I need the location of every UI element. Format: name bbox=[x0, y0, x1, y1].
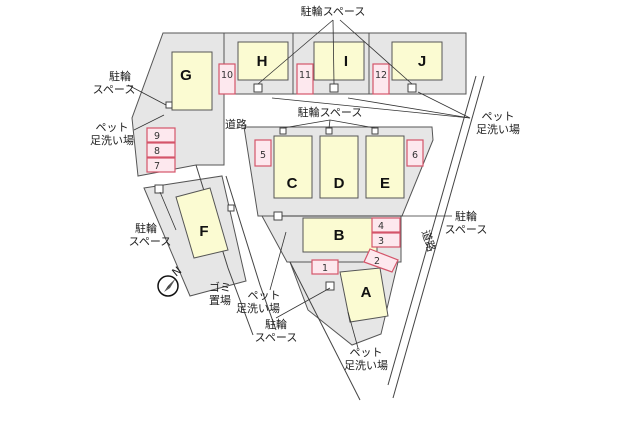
parking-12 bbox=[372, 63, 390, 95]
leader-lines bbox=[127, 19, 471, 349]
parking-7 bbox=[146, 157, 176, 173]
label-pet-wash-right-2: 足洗い場 bbox=[476, 123, 520, 136]
building-label-d: D bbox=[334, 175, 345, 192]
label-bike-space-right-2: スペース bbox=[445, 223, 488, 236]
buildings bbox=[171, 41, 443, 323]
label-bike-space-top: 駐輪スペース bbox=[301, 4, 366, 18]
label-bike-space-bottom-1: 駐輪 bbox=[265, 317, 287, 331]
parking-label-4: 4 bbox=[378, 221, 384, 232]
building-h bbox=[237, 41, 289, 81]
building-label-e: E bbox=[380, 175, 390, 192]
annotations: 駐輪スペース 駐輪 スペース ペット 足洗い場 道路 駐輪スペース ペット 足洗… bbox=[90, 4, 520, 372]
building-e bbox=[365, 135, 405, 199]
building-label-j: J bbox=[418, 53, 426, 70]
building-label-a: A bbox=[361, 284, 372, 301]
building-a bbox=[339, 267, 389, 323]
label-bike-space-bottom-2: スペース bbox=[255, 331, 298, 344]
parking-9 bbox=[146, 127, 176, 143]
label-bike-space-mid: 駐輪スペース bbox=[298, 105, 363, 119]
north-arrow-icon: N bbox=[157, 264, 184, 297]
building-d bbox=[319, 135, 359, 199]
label-pet-wash-right-1: ペット bbox=[482, 110, 515, 123]
label-pet-wash-bottom-1: ペット bbox=[350, 346, 383, 359]
parking-1 bbox=[311, 259, 339, 275]
parking-6 bbox=[406, 139, 424, 167]
parking-3 bbox=[371, 232, 401, 248]
road-edge-right-2 bbox=[387, 75, 477, 386]
building-f bbox=[175, 187, 229, 259]
building-label-f: F bbox=[199, 223, 208, 240]
road-edge-right bbox=[392, 75, 485, 399]
road-edge-a bbox=[289, 261, 361, 401]
parking-4 bbox=[371, 217, 401, 233]
parking-label-1: 1 bbox=[322, 263, 328, 274]
parking-label-7: 7 bbox=[154, 161, 160, 172]
parking-11 bbox=[296, 63, 314, 95]
parking-label-10: 10 bbox=[221, 70, 233, 81]
parking-labels: 10 11 12 9 8 7 5 6 4 3 2 1 bbox=[154, 70, 418, 274]
road-edge-left-2 bbox=[225, 175, 277, 331]
building-label-g: G bbox=[180, 67, 192, 84]
label-bike-space-f-1: 駐輪 bbox=[135, 221, 157, 235]
label-pet-wash-left-1: ペット bbox=[96, 121, 129, 134]
label-pet-wash-left-2: 足洗い場 bbox=[90, 134, 134, 147]
parking-8 bbox=[146, 142, 176, 158]
parking-10 bbox=[218, 63, 236, 95]
building-b bbox=[302, 217, 378, 253]
parking-label-5: 5 bbox=[260, 150, 266, 161]
building-label-c: C bbox=[287, 175, 298, 192]
parking-label-9: 9 bbox=[154, 131, 160, 142]
building-i bbox=[313, 41, 365, 81]
parking-label-8: 8 bbox=[154, 146, 160, 157]
building-c bbox=[273, 135, 313, 199]
parking-label-12: 12 bbox=[375, 70, 387, 81]
label-bike-space-right-1: 駐輪 bbox=[455, 209, 477, 223]
label-pet-wash-mid-1: ペット bbox=[248, 289, 281, 302]
building-label-i: I bbox=[344, 53, 348, 70]
label-garbage-1: ゴミ bbox=[209, 280, 231, 294]
label-bike-space-left-1: 駐輪 bbox=[109, 69, 131, 83]
building-label-b: B bbox=[334, 227, 345, 244]
building-g bbox=[171, 51, 213, 111]
parking-label-3: 3 bbox=[378, 236, 384, 247]
parking-spaces bbox=[146, 63, 424, 275]
label-bike-space-left-2: スペース bbox=[93, 83, 136, 96]
building-labels: G H I J C D E F B A bbox=[180, 53, 426, 301]
parking-label-11: 11 bbox=[299, 70, 311, 81]
label-road-center: 道路 bbox=[225, 117, 247, 131]
parking-2 bbox=[363, 248, 399, 273]
facility-markers bbox=[154, 83, 417, 291]
label-pet-wash-bottom-2: 足洗い場 bbox=[344, 359, 388, 372]
parking-label-6: 6 bbox=[412, 150, 418, 161]
site-lines bbox=[195, 75, 485, 401]
label-pet-wash-mid-2: 足洗い場 bbox=[236, 302, 280, 315]
parking-5 bbox=[254, 139, 272, 167]
building-label-h: H bbox=[257, 53, 268, 70]
parking-label-2: 2 bbox=[374, 256, 380, 267]
label-garbage-2: 置場 bbox=[209, 294, 231, 307]
label-bike-space-f-2: スペース bbox=[129, 235, 172, 248]
label-road-right: 道路 bbox=[419, 228, 439, 253]
